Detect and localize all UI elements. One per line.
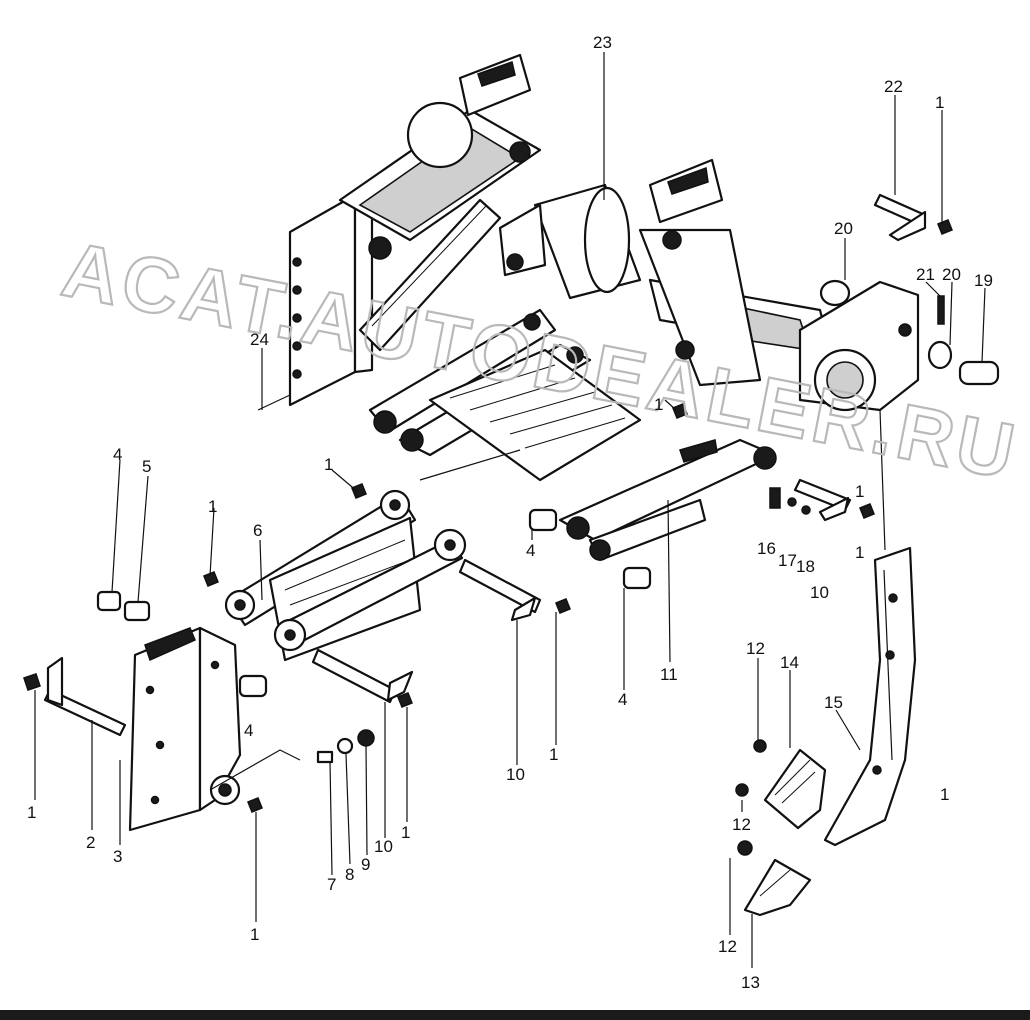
callout-20: 20 [834,219,853,238]
callout-1: 1 [549,745,558,764]
callout-14: 14 [780,653,799,672]
callout-1: 1 [401,823,410,842]
callout-12: 12 [746,639,765,658]
fasteners [23,219,953,813]
callout-12: 12 [732,815,751,834]
main-frame-assembly [288,53,920,412]
callout-4: 4 [526,541,535,560]
callout-4: 4 [113,445,122,464]
callout-3: 3 [113,847,122,866]
tip-part-13 [735,739,812,917]
callout-21: 21 [916,265,935,284]
callout-17: 17 [778,551,797,570]
callout-20: 20 [942,265,961,284]
callout-22: 22 [884,77,903,96]
callout-1: 1 [324,455,333,474]
pin-part-2 [43,656,127,737]
callout-1: 1 [208,497,217,516]
callout-19: 19 [974,271,993,290]
callout-16: 16 [757,539,776,558]
callout-23: 23 [593,33,612,52]
shank-part-15 [823,546,917,847]
callout-labels: 1 1 1 1 1 1 1 1 1 1 1 2 3 4 4 4 4 5 6 7 … [27,33,993,992]
shin-guard-part-14 [763,748,827,830]
callout-1: 1 [855,482,864,501]
callout-5: 5 [142,457,151,476]
callout-12: 12 [718,937,737,956]
pins-part-10 [311,193,927,704]
callout-6: 6 [253,521,262,540]
leader-lines [34,52,986,968]
callout-1: 1 [855,543,864,562]
callout-1: 1 [940,785,949,804]
callout-7: 7 [327,875,336,894]
callout-1: 1 [250,925,259,944]
callout-2: 2 [86,833,95,852]
callout-24: 24 [250,330,269,349]
left-bracket-part-3 [128,626,242,832]
callout-10: 10 [506,765,525,784]
callout-1: 1 [654,395,663,414]
callout-8: 8 [345,865,354,884]
callout-4: 4 [244,721,253,740]
callout-10: 10 [810,583,829,602]
carriage-frame [368,308,777,562]
callout-4: 4 [618,690,627,709]
callout-11: 11 [660,665,678,684]
callout-1: 1 [27,803,36,822]
bottom-border-bar [0,1010,1030,1020]
callout-1: 1 [935,93,944,112]
lower-link-part-6 [224,489,467,662]
callout-18: 18 [796,557,815,576]
bushings [96,279,1000,698]
callout-13: 13 [741,973,760,992]
callout-10: 10 [374,837,393,856]
callout-15: 15 [824,693,843,712]
callout-9: 9 [361,855,370,874]
